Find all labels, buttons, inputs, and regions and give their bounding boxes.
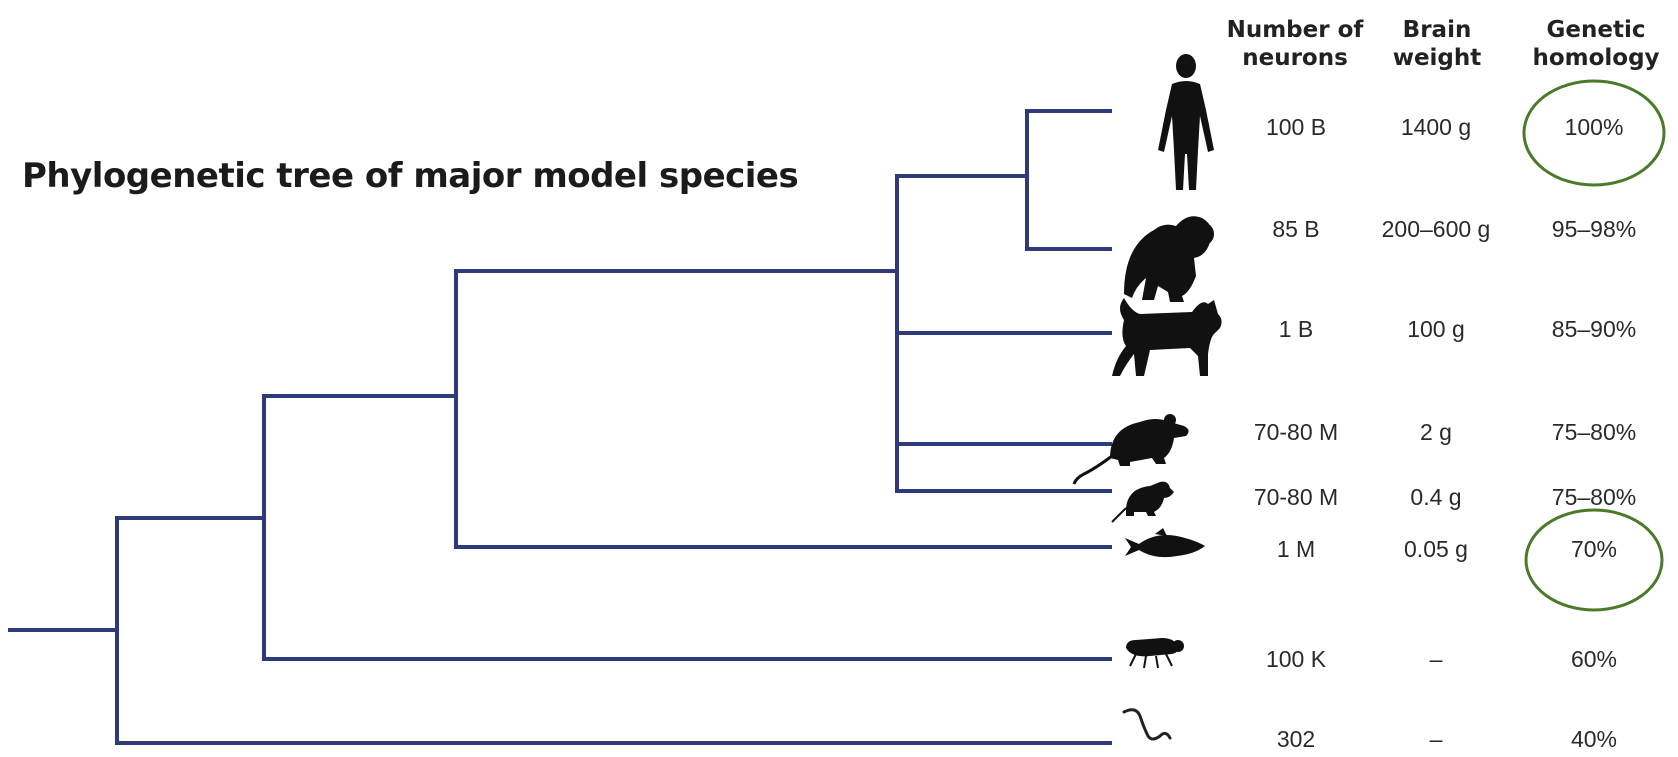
neurons-cell: 302: [1221, 726, 1371, 753]
brain-cell: 0.05 g: [1361, 536, 1511, 563]
neurons-cell: 85 B: [1221, 216, 1371, 243]
homology-cell: 70%: [1529, 536, 1659, 563]
brain-cell: –: [1361, 646, 1511, 673]
homology-cell: 100%: [1529, 114, 1659, 141]
homology-cell: 85–90%: [1529, 316, 1659, 343]
homology-cell: 75–80%: [1529, 419, 1659, 446]
brain-cell: 2 g: [1361, 419, 1511, 446]
fruit-fly-icon: [1126, 638, 1184, 668]
mouse-icon: [1112, 482, 1174, 522]
neurons-cell: 1 M: [1221, 536, 1371, 563]
homology-cell: 60%: [1529, 646, 1659, 673]
human-icon: [1158, 54, 1214, 190]
zebrafish-icon: [1125, 528, 1205, 557]
neurons-cell: 100 B: [1221, 114, 1371, 141]
brain-cell: 200–600 g: [1361, 216, 1511, 243]
brain-cell: –: [1361, 726, 1511, 753]
neurons-cell: 70-80 M: [1221, 419, 1371, 446]
monkey-icon: [1124, 216, 1214, 302]
brain-cell: 100 g: [1361, 316, 1511, 343]
brain-cell: 1400 g: [1361, 114, 1511, 141]
c-elegans-icon: [1124, 710, 1170, 739]
dog-icon: [1112, 298, 1222, 376]
brain-cell: 0.4 g: [1361, 484, 1511, 511]
homology-cell: 75–80%: [1529, 484, 1659, 511]
homology-cell: 40%: [1529, 726, 1659, 753]
neurons-cell: 1 B: [1221, 316, 1371, 343]
tree-branches: [10, 111, 1110, 743]
neurons-cell: 100 K: [1221, 646, 1371, 673]
homology-cell: 95–98%: [1529, 216, 1659, 243]
rat-icon: [1074, 414, 1189, 484]
neurons-cell: 70-80 M: [1221, 484, 1371, 511]
